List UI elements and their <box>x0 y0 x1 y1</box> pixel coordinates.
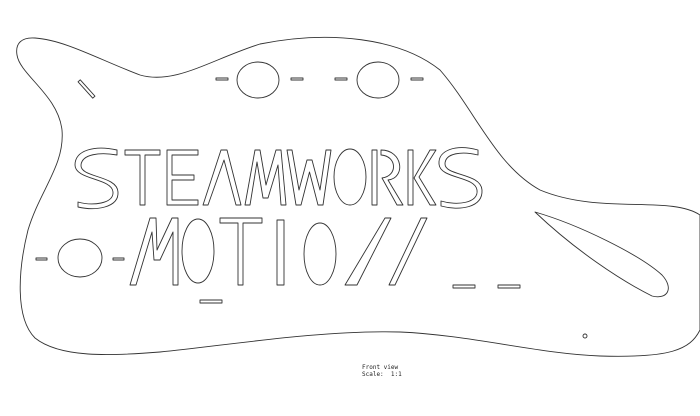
small-hole <box>582 333 588 339</box>
view-label: Front view <box>362 364 399 371</box>
oval-hole-top-left <box>236 61 280 99</box>
letter-n-right <box>388 217 428 286</box>
letter-m <box>244 149 287 206</box>
letter-e <box>166 149 199 206</box>
letter-o <box>181 218 215 284</box>
letter-r <box>371 149 378 206</box>
cutout-text-steamworks <box>74 147 483 210</box>
letter-k <box>407 149 414 206</box>
oval-hole-left <box>57 238 103 278</box>
dash <box>35 257 48 261</box>
letter-w <box>286 149 332 206</box>
letter-k-arms <box>413 149 437 206</box>
dash <box>410 77 424 81</box>
dash <box>452 284 476 289</box>
dash <box>215 77 229 81</box>
oval-hole-top-right <box>356 61 400 99</box>
letter-s-2 <box>438 147 483 209</box>
dash <box>497 284 521 289</box>
letter-s <box>74 147 119 210</box>
scale-label: Scale: 1:1 <box>362 371 402 378</box>
letter-r-bowl <box>380 149 404 206</box>
letter-m <box>129 217 179 286</box>
letter-t <box>124 149 161 206</box>
letter-t <box>219 217 263 286</box>
dash <box>334 77 348 81</box>
dash <box>290 77 304 81</box>
letter-a <box>202 149 242 206</box>
plate-outline <box>16 36 700 357</box>
cutout-text-motion <box>129 217 428 286</box>
dash <box>112 257 125 261</box>
dash <box>199 299 223 304</box>
fin-slot <box>534 211 669 298</box>
slot-top-left <box>77 79 96 99</box>
letter-n <box>344 217 392 286</box>
letter-o-2 <box>303 222 337 286</box>
letter-i <box>276 219 285 286</box>
letter-o <box>333 148 367 206</box>
